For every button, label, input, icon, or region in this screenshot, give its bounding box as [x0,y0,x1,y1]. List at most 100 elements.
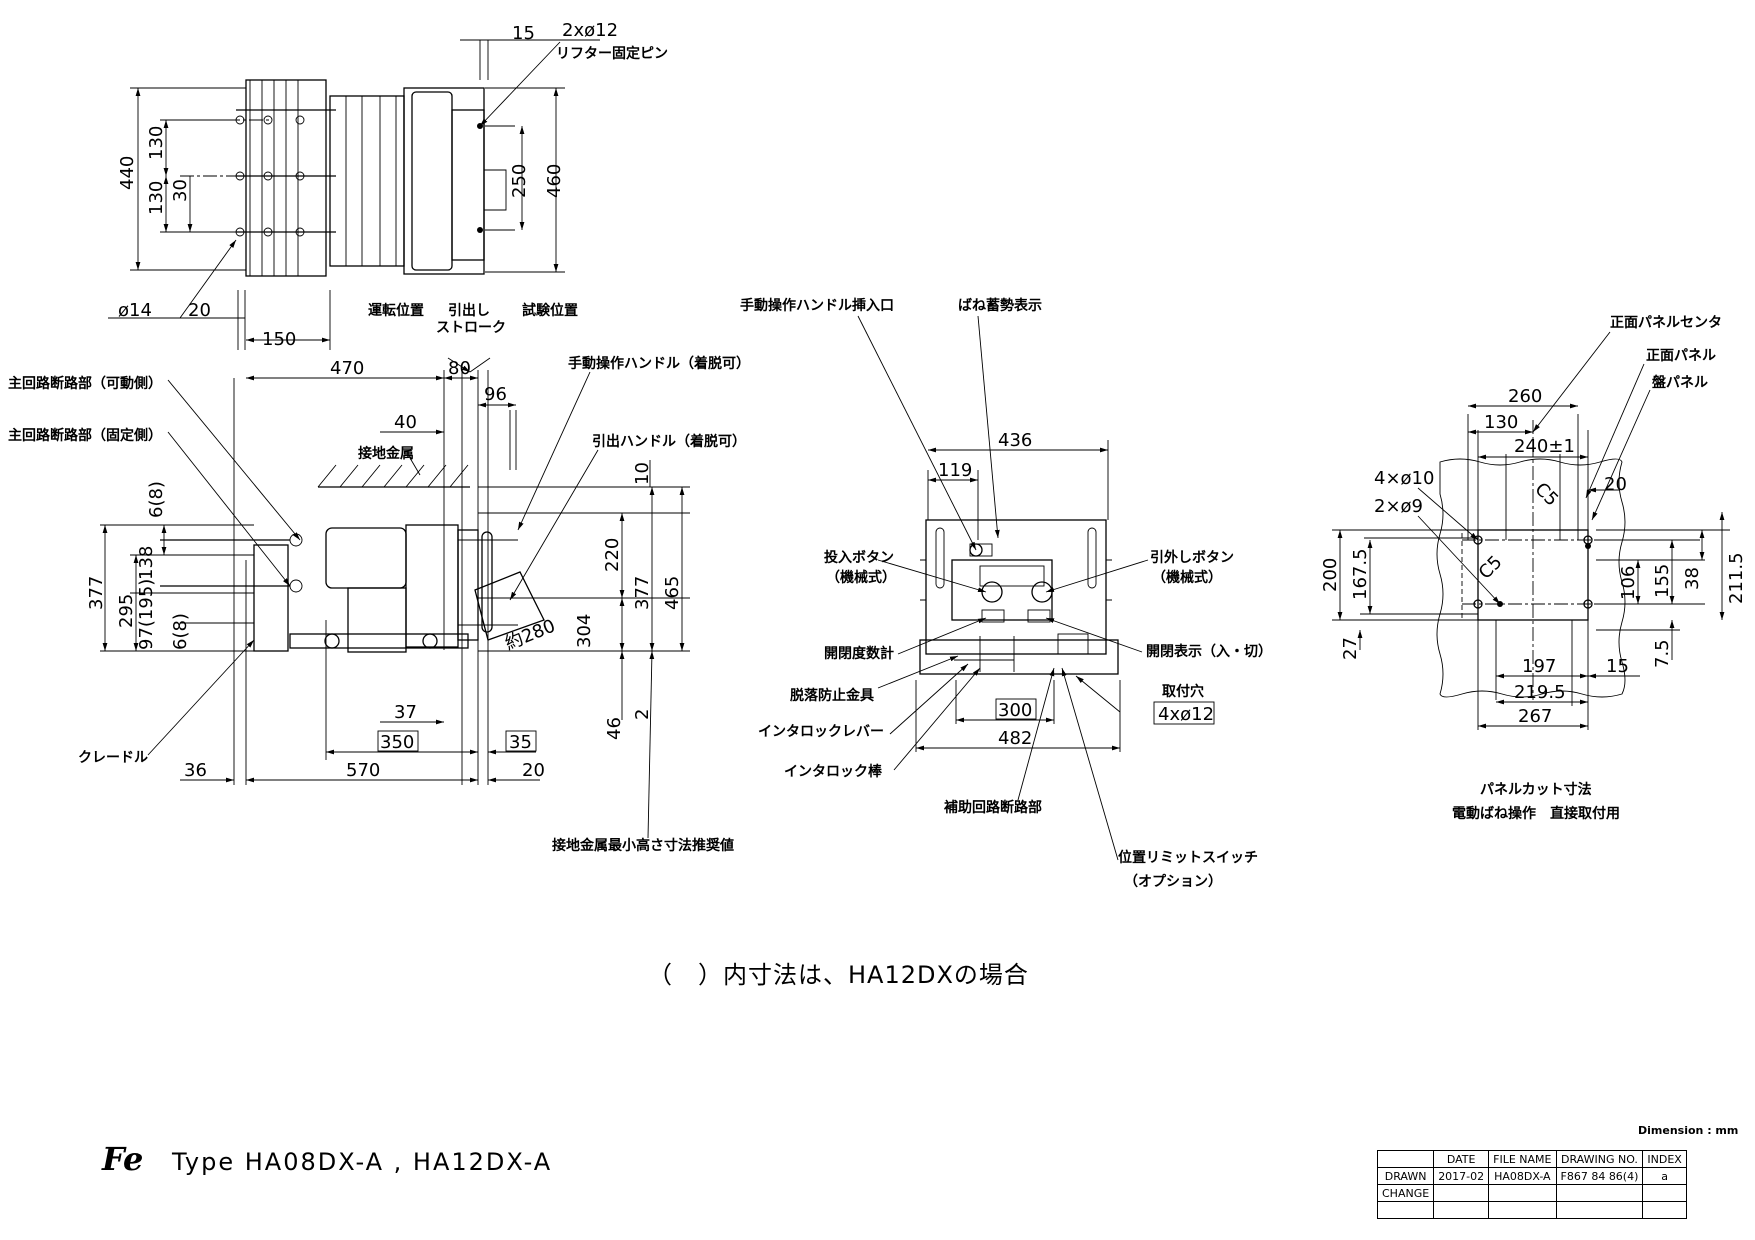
label-limit-sw-2: （オプション） [1124,874,1222,890]
dim-2x12: 2xø12 [562,20,618,41]
tb-h2: FILE NAME [1488,1150,1557,1168]
tb-h4: INDEX [1642,1150,1687,1168]
dim-2x9: 2×ø9 [1374,496,1423,517]
label-mount-hole: 取付穴 [1162,683,1204,700]
dim-4x10: 4×ø10 [1374,468,1434,489]
panel-cut [1332,331,1730,730]
dim-2: 2 [632,709,653,720]
tb-r1c1 [1433,1184,1490,1202]
top-view [108,39,600,350]
dim-c5b: C5 [1475,552,1507,584]
tb-r0c0: DRAWN [1376,1167,1435,1185]
dim-219-5: 219.5 [1514,682,1566,703]
label-main-movable: 主回路断路部（可動側） [8,375,162,392]
dim-377b: 377 [632,576,653,610]
dim-15: 15 [512,23,535,44]
label-close-btn-2: （機械式） [826,569,896,586]
label-panel-cut-subtitle: 電動ばね操作 直接取付用 [1452,805,1620,822]
tb-h1: DATE [1433,1150,1490,1168]
label-test-pos: 試験位置 [522,302,578,319]
tb-r1c2 [1488,1184,1557,1202]
dim-211-5: 211.5 [1726,552,1747,604]
dim-37: 37 [394,702,417,723]
dim-465: 465 [662,576,683,610]
label-aux-disc: 補助回路断路部 [943,799,1042,816]
tb-r1c4 [1642,1184,1687,1202]
dim-295: 295 [116,594,137,628]
dim-7-5: 7.5 [1652,639,1673,668]
dim-30: 30 [170,179,191,202]
title-block-row: CHANGE [1376,1184,1687,1202]
dim-10: 10 [632,462,653,485]
title-block-row [1376,1201,1687,1219]
tb-r1c3 [1555,1184,1644,1202]
label-interlock-lever: インタロックレバー [758,724,884,740]
label-end-panel: 盤パネル [1652,374,1708,391]
label-trip-btn-2: （機械式） [1152,569,1222,586]
dim-96: 96 [484,384,507,405]
dim-27: 27 [1340,637,1361,660]
dim-36: 36 [184,760,207,781]
side-view-dims: 470 80 96 40 10 6(8) 377 295 97(195) 138… [8,302,750,854]
dim-250: 250 [509,164,530,198]
dim-280: 約280 [502,616,558,655]
dim-130c: 130 [1484,412,1518,433]
panel-cut-dims: 260 130 240±1 4×ø10 2×ø9 C5 C5 20 200 16… [1320,315,1747,822]
label-trip-btn-1: 引外しボタン [1150,549,1234,566]
label-close-btn-1: 投入ボタン [824,550,894,566]
dim-570: 570 [346,760,380,781]
top-view-dims: 15 2xø12 440 130 130 30 250 460 ø14 20 1… [117,20,668,350]
label-run-pos: 運転位置 [368,302,424,319]
dim-106: 106 [1618,566,1639,600]
dim-436: 436 [998,430,1032,451]
label-front-panel: 正面パネル [1646,348,1716,364]
dim-35: 35 [509,732,532,753]
label-ground-height: 接地金属最小高さ寸法推奨値 [552,837,734,854]
label-draw-handle: 引出ハンドル（着脱可） [592,433,746,450]
label-handle-insert: 手動操作ハンドル挿入口 [740,297,894,314]
label-limit-sw-1: 位置リミットスイッチ [1118,849,1258,866]
dim-350: 350 [380,732,414,753]
label-draw-stroke-1: 引出し [448,302,490,319]
dim-130a: 130 [146,126,167,160]
title-block-header: DATE FILE NAME DRAWING NO. INDEX [1376,1150,1687,1168]
dim-38: 38 [1682,567,1703,590]
dim-482: 482 [998,728,1032,749]
dim-197: 197 [1522,656,1556,677]
label-front-panel-center: 正面パネルセンタ [1610,315,1722,331]
dim-6-8b: 6(8) [170,613,191,650]
label-spring-ind: ばね蓄勢表示 [958,297,1042,314]
label-lifter-pin: リフター固定ピン [556,45,668,62]
tb-r0c4: a [1642,1167,1687,1185]
dim-300: 300 [998,700,1032,721]
dim-460: 460 [544,164,565,198]
side-view [100,357,690,839]
dim-20b: 20 [522,760,545,781]
label-cradle: クレードル [78,750,148,766]
fe-logo: Fe [102,1140,144,1178]
dim-20: 20 [188,300,211,321]
label-counter: 開閉度数計 [824,645,894,662]
dim-119: 119 [938,460,972,481]
dim-155: 155 [1652,564,1673,598]
tb-r0c2: HA08DX-A [1488,1167,1557,1185]
dim-138: 138 [136,546,157,580]
unit-label: Dimension : mm [1638,1124,1739,1137]
tb-h0 [1376,1150,1435,1168]
dim-130b: 130 [146,181,167,215]
dim-20c: 20 [1604,474,1627,495]
front-view-dims: 436 119 300 482 取付穴 4xø12 手動操作ハンドル挿入口 ばね… [740,297,1272,890]
mount-hole-value: 4xø12 [1158,704,1214,725]
dim-97-195: 97(195) [136,579,157,650]
title-block: DATE FILE NAME DRAWING NO. INDEX DRAWN 2… [1376,1150,1687,1219]
label-interlock-rod: インタロック棒 [784,763,883,780]
tb-h3: DRAWING NO. [1555,1150,1644,1168]
dim-470: 470 [330,358,364,379]
title-block-row: DRAWN 2017-02 HA08DX-A F867 84 86(4) a [1376,1167,1687,1185]
dim-167-5: 167.5 [1350,548,1371,600]
dim-6-8a: 6(8) [146,481,167,518]
type-label: Type HA08DX-A , HA12DX-A [172,1148,553,1176]
dim-d14: ø14 [118,300,152,321]
label-fall-stop: 脱落防止金具 [790,687,874,704]
